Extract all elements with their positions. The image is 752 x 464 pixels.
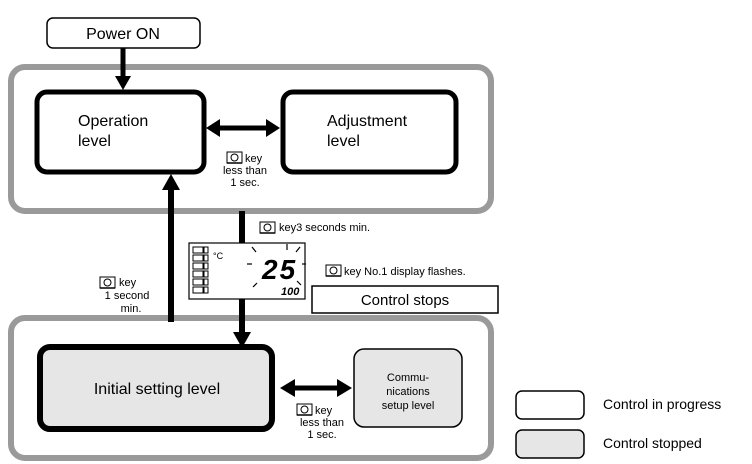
legend-label-in-progress: Control in progress [603,396,721,412]
init-comm-text1: key [315,405,333,417]
display-main-value: 25 [261,254,297,285]
op-adj-key-text3: 1 sec. [230,177,259,189]
communications-setup-level-box: Commu- nications setup level [353,348,463,428]
display-flashes-text: key No.1 display flashes. [344,266,466,278]
legend: Control in progress Control stopped [515,390,721,459]
level-key-icon [99,276,116,289]
operation-level-line1: Operation [78,113,148,130]
initial-comm-arrow [280,379,352,397]
legend-item-control-in-progress: Control in progress [515,390,721,420]
op-adj-key-text1: key [245,153,263,165]
display-unit: °C [213,251,224,261]
display-flashes-key-note: key No.1 display flashes. [325,264,466,278]
comm-line1: Commu- [387,372,430,384]
level-key-icon [296,403,313,416]
back-to-op-text3: min. [121,303,142,315]
display-indicator-column [192,246,209,294]
back-to-op-key-note: key 1 second min. [99,276,150,315]
control-stops-label: Control stops [361,292,449,309]
init-comm-key-note: key less than 1 sec. [296,403,344,441]
power-on-box: Power ON [46,17,201,49]
initial-setting-level-box: Initial setting level [37,344,275,432]
flash-rays [247,244,306,288]
op-adj-key-note: key less than 1 sec. [223,151,267,189]
level-key-icon [259,221,276,234]
display-sub-value: 100 [281,286,300,298]
op-adj-key-text2: less than [223,165,267,177]
initial-setting-level-label: Initial setting level [94,381,220,398]
operation-level-box: Operation level [34,89,207,175]
legend-label-stopped: Control stopped [603,435,702,451]
level-key-icon [325,264,342,277]
init-comm-text2: less than [300,417,344,429]
controller-display: °C 25 100 [188,242,306,300]
legend-swatch-stopped [515,429,585,459]
initial-to-operation-arrow [162,174,180,322]
level-key-icon [226,151,243,164]
comm-line3: setup level [382,400,435,412]
legend-item-control-stopped: Control stopped [515,429,702,459]
to-initial-key-text: key3 seconds min. [279,222,370,234]
power-on-label: Power ON [86,26,160,43]
operation-to-initial-arrow [233,211,251,348]
operation-level-line2: level [78,133,111,150]
operation-adjustment-arrow [206,119,280,137]
adjustment-level-line2: level [327,133,360,150]
back-to-op-text2: 1 second [105,290,150,302]
control-stops-box: Control stops [311,285,499,314]
legend-swatch-in-progress [515,390,585,420]
init-comm-text3: 1 sec. [307,429,336,441]
adjustment-level-line1: Adjustment [327,113,408,130]
to-initial-key-note: key3 seconds min. [259,221,370,234]
adjustment-level-box: Adjustment level [280,89,459,175]
power-to-operation-arrow [115,48,131,90]
comm-line2: nications [386,386,430,398]
back-to-op-text1: key [119,277,137,289]
